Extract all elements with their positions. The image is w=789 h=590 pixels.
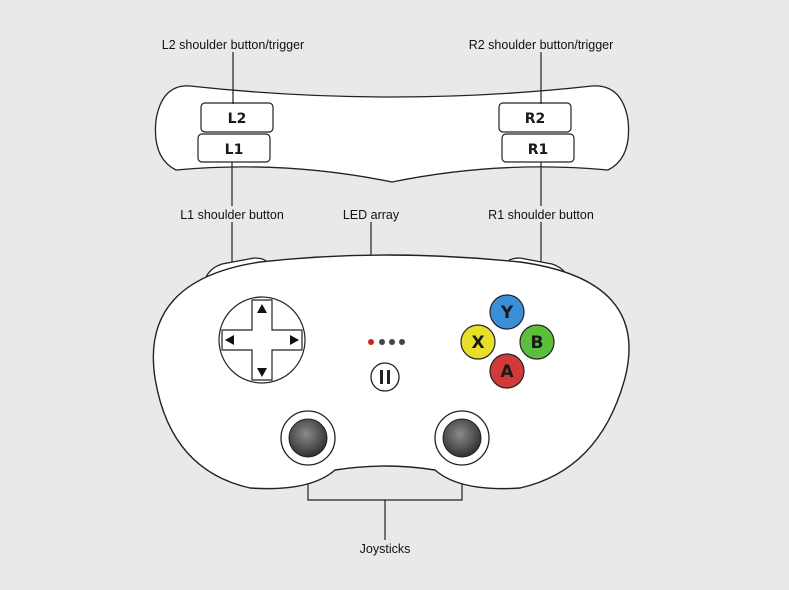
dpad-left-arrow-icon	[225, 335, 234, 345]
led-1	[368, 339, 374, 345]
l1-callout-label: L1 shoulder button	[180, 208, 284, 222]
l2-button-label: L2	[228, 111, 247, 127]
l1-button-label: L1	[225, 142, 244, 158]
r1-callout-label: R1 shoulder button	[488, 208, 594, 222]
dpad-right-arrow-icon	[290, 335, 299, 345]
led-4	[399, 339, 405, 345]
joysticks-callout-label: Joysticks	[360, 542, 411, 556]
led-3	[389, 339, 395, 345]
x-button	[460, 324, 496, 360]
pause-button	[370, 362, 400, 392]
r1-button	[501, 133, 575, 163]
b-button	[519, 324, 555, 360]
x-button-label: X	[471, 333, 484, 353]
pause-button-ring	[370, 362, 400, 392]
right-joystick-cap	[442, 418, 482, 458]
left-joystick	[280, 410, 336, 466]
right-joystick	[434, 410, 490, 466]
dpad	[218, 296, 306, 384]
r2-button-label: R2	[525, 111, 546, 127]
pause-icon	[387, 370, 390, 384]
dpad-icon	[221, 299, 303, 381]
dpad-up-arrow-icon	[257, 304, 267, 313]
dpad-down-arrow-icon	[257, 368, 267, 377]
shoulder-top-view: L2 L1 R2 R1	[154, 85, 630, 183]
led-2	[379, 339, 385, 345]
l2-callout-label: L2 shoulder button/trigger	[162, 38, 304, 52]
controller-front-view: Y X B A	[152, 254, 630, 490]
y-button-label: Y	[500, 303, 514, 323]
y-button	[489, 294, 525, 330]
led-array	[368, 339, 405, 345]
left-joystick-cap	[288, 418, 328, 458]
callout-labels: L2 shoulder button/trigger R2 shoulder b…	[162, 38, 614, 556]
b-button-label: B	[531, 333, 544, 353]
a-button-label: A	[500, 362, 514, 382]
pause-icon-bar-left	[380, 370, 383, 384]
a-button	[489, 353, 525, 389]
led-callout-label: LED array	[343, 208, 400, 222]
r2-callout-label: R2 shoulder button/trigger	[469, 38, 614, 52]
face-buttons: Y X B A	[460, 294, 555, 389]
r2-button	[498, 102, 572, 133]
l1-button	[197, 133, 271, 163]
l2-button	[200, 102, 274, 133]
r1-button-label: R1	[528, 142, 549, 158]
